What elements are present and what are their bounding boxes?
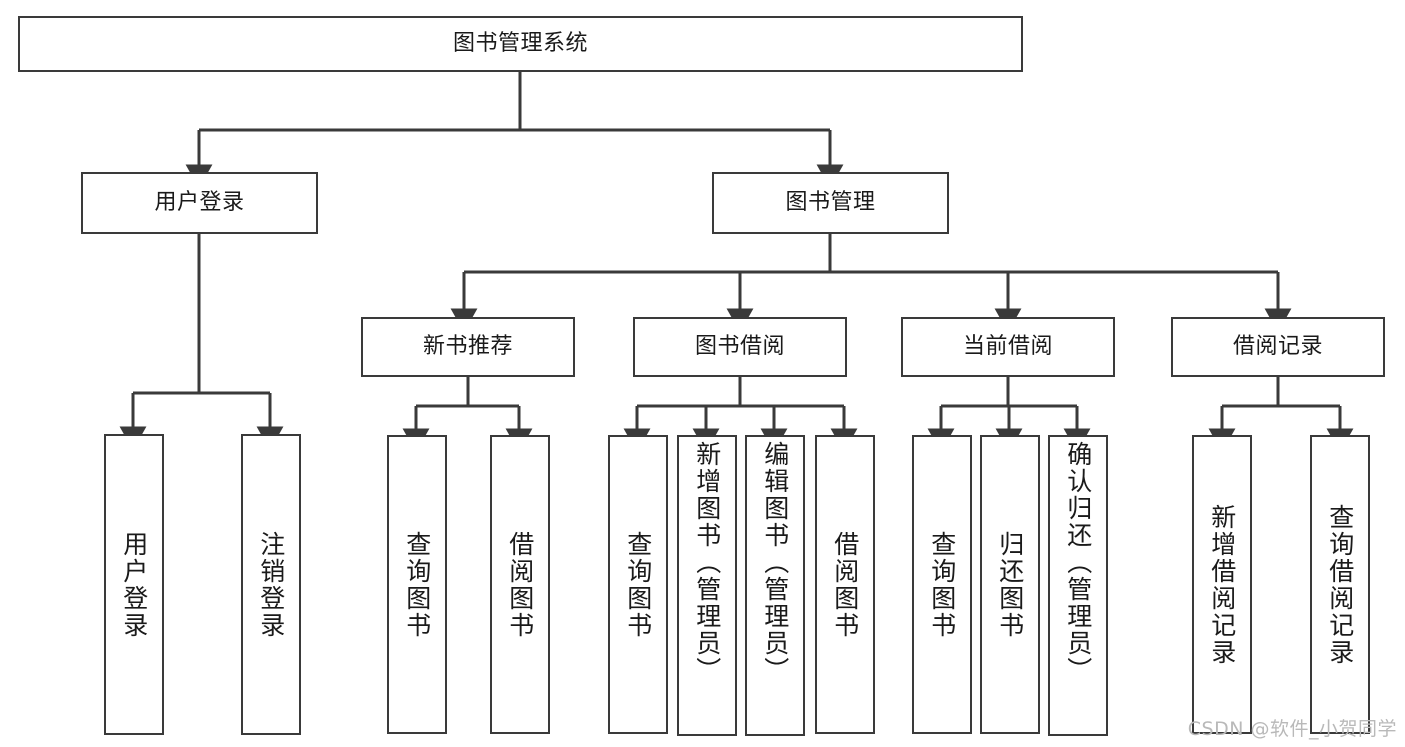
node-book-borrow-label: 图书借阅 — [694, 334, 785, 360]
leaf-query-book-borrow-label: 查询图书 — [623, 530, 653, 639]
leaf-borrow-book[interactable]: 借阅图书 — [815, 435, 875, 734]
leaf-query-book-recommend-label: 查询图书 — [402, 530, 432, 639]
leaf-query-book-borrow[interactable]: 查询图书 — [608, 435, 668, 734]
leaf-query-book-current[interactable]: 查询图书 — [912, 435, 972, 734]
leaf-query-book-recommend[interactable]: 查询图书 — [387, 435, 447, 734]
leaf-borrow-book-recommend[interactable]: 借阅图书 — [490, 435, 550, 734]
csdn-watermark: CSDN @软件_小贺同学 — [1187, 718, 1397, 740]
leaf-user-login-label: 用户登录 — [119, 530, 149, 639]
leaf-logout-label: 注销登录 — [256, 530, 286, 639]
leaf-return-book[interactable]: 归还图书 — [980, 435, 1040, 734]
node-book-manage[interactable]: 图书管理 — [712, 172, 949, 234]
leaf-user-login[interactable]: 用户登录 — [104, 434, 164, 735]
node-new-book-recommend[interactable]: 新书推荐 — [361, 317, 575, 377]
leaf-edit-book-admin[interactable]: 编辑图书（管理员） — [745, 435, 805, 736]
node-user-login-label: 用户登录 — [154, 190, 245, 216]
leaf-query-borrow-record[interactable]: 查询借阅记录 — [1310, 435, 1370, 734]
node-root-label: 图书管理系统 — [452, 31, 588, 57]
node-new-book-recommend-label: 新书推荐 — [422, 334, 513, 360]
node-root[interactable]: 图书管理系统 — [18, 16, 1023, 72]
node-book-manage-label: 图书管理 — [785, 190, 876, 216]
leaf-query-borrow-record-label: 查询借阅记录 — [1325, 503, 1355, 666]
leaf-confirm-return-admin[interactable]: 确认归还（管理员） — [1048, 435, 1108, 736]
node-borrow-record[interactable]: 借阅记录 — [1171, 317, 1385, 377]
leaf-edit-book-admin-label: 编辑图书（管理员） — [760, 441, 790, 684]
leaf-add-book-admin-label: 新增图书（管理员） — [692, 441, 722, 684]
leaf-return-book-label: 归还图书 — [995, 530, 1025, 639]
node-borrow-record-label: 借阅记录 — [1232, 334, 1323, 360]
leaf-borrow-book-label: 借阅图书 — [830, 530, 860, 639]
node-user-login[interactable]: 用户登录 — [81, 172, 318, 234]
node-current-borrow[interactable]: 当前借阅 — [901, 317, 1115, 377]
leaf-add-book-admin[interactable]: 新增图书（管理员） — [677, 435, 737, 736]
leaf-query-book-current-label: 查询图书 — [927, 530, 957, 639]
leaf-logout[interactable]: 注销登录 — [241, 434, 301, 735]
node-current-borrow-label: 当前借阅 — [962, 334, 1053, 360]
leaf-confirm-return-admin-label: 确认归还（管理员） — [1063, 441, 1093, 684]
node-book-borrow[interactable]: 图书借阅 — [633, 317, 847, 377]
leaf-add-borrow-record-label: 新增借阅记录 — [1207, 503, 1237, 666]
leaf-add-borrow-record[interactable]: 新增借阅记录 — [1192, 435, 1252, 734]
leaf-borrow-book-recommend-label: 借阅图书 — [505, 530, 535, 639]
